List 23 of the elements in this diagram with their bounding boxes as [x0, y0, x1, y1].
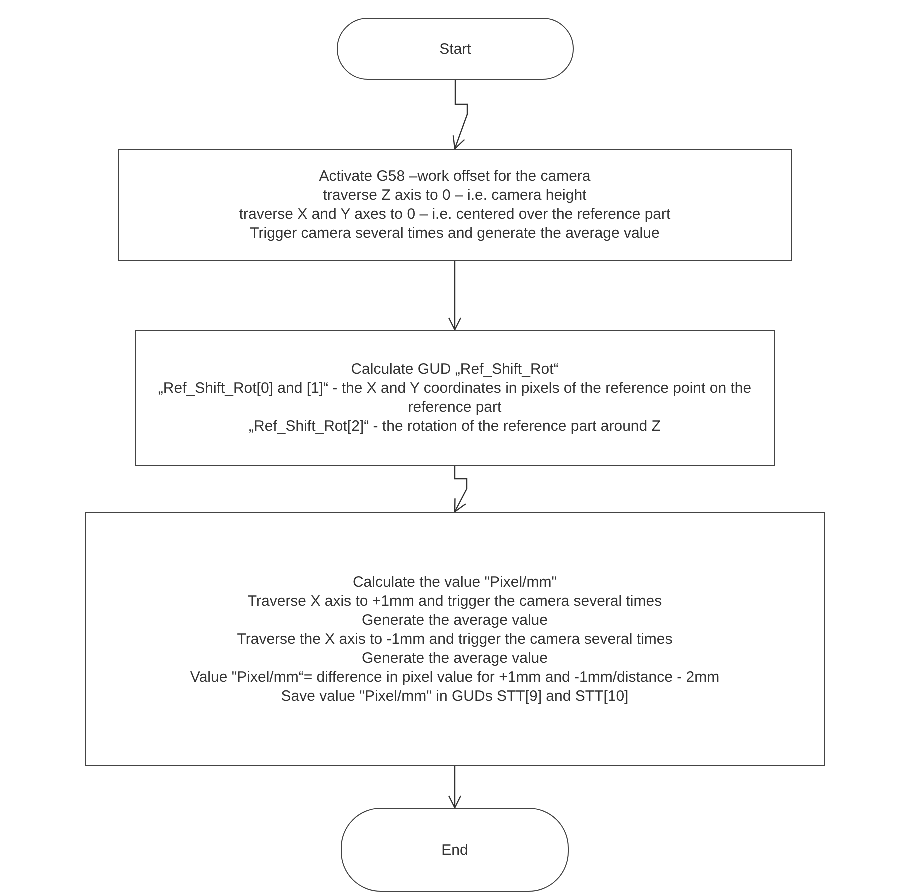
step-text: Generate the average value	[362, 610, 548, 630]
step-text: Activate G58 –work offset for the camera	[319, 167, 591, 186]
step-text: „Ref_Shift_Rot[2]“ - the rotation of the reference part around Z	[249, 417, 661, 436]
step-text: Traverse the X axis to -1mm and trigger the camera several times	[237, 630, 673, 648]
step-text: Calculate GUD „Ref_Shift_Rot“	[351, 360, 559, 379]
step-text: „Ref_Shift_Rot[0] and [1]“ - the X and Y coordinates in pixels of the reference point on the reference part	[157, 379, 753, 417]
step-text: Traverse X axis to +1mm and trigger the camera several times	[248, 592, 662, 610]
step-text: Calculate the value "Pixel/mm"	[352, 572, 558, 592]
step-text: Start	[440, 40, 472, 58]
process-box	[85, 512, 825, 766]
step-text: End	[442, 840, 468, 860]
step-text: traverse Z axis to 0 – i.e. camera height	[323, 186, 587, 205]
step-text: traverse X and Y axes to 0 – i.e. centered over the reference part	[239, 205, 671, 224]
process-box	[118, 149, 792, 261]
process-box	[135, 330, 775, 466]
arrow	[454, 466, 468, 513]
step-text: Trigger camera several times and generate the average value	[250, 224, 660, 243]
arrow	[452, 80, 468, 150]
step-text: Generate the average value	[362, 648, 548, 668]
step-text: Save value "Pixel/mm" in GUDs STT[9] and STT[10]	[281, 686, 629, 706]
step-text: Value "Pixel/mm“= difference in pixel value for +1mm and -1mm/distance - 2mm	[190, 668, 720, 686]
arrow	[448, 261, 462, 331]
arrow	[448, 766, 462, 809]
